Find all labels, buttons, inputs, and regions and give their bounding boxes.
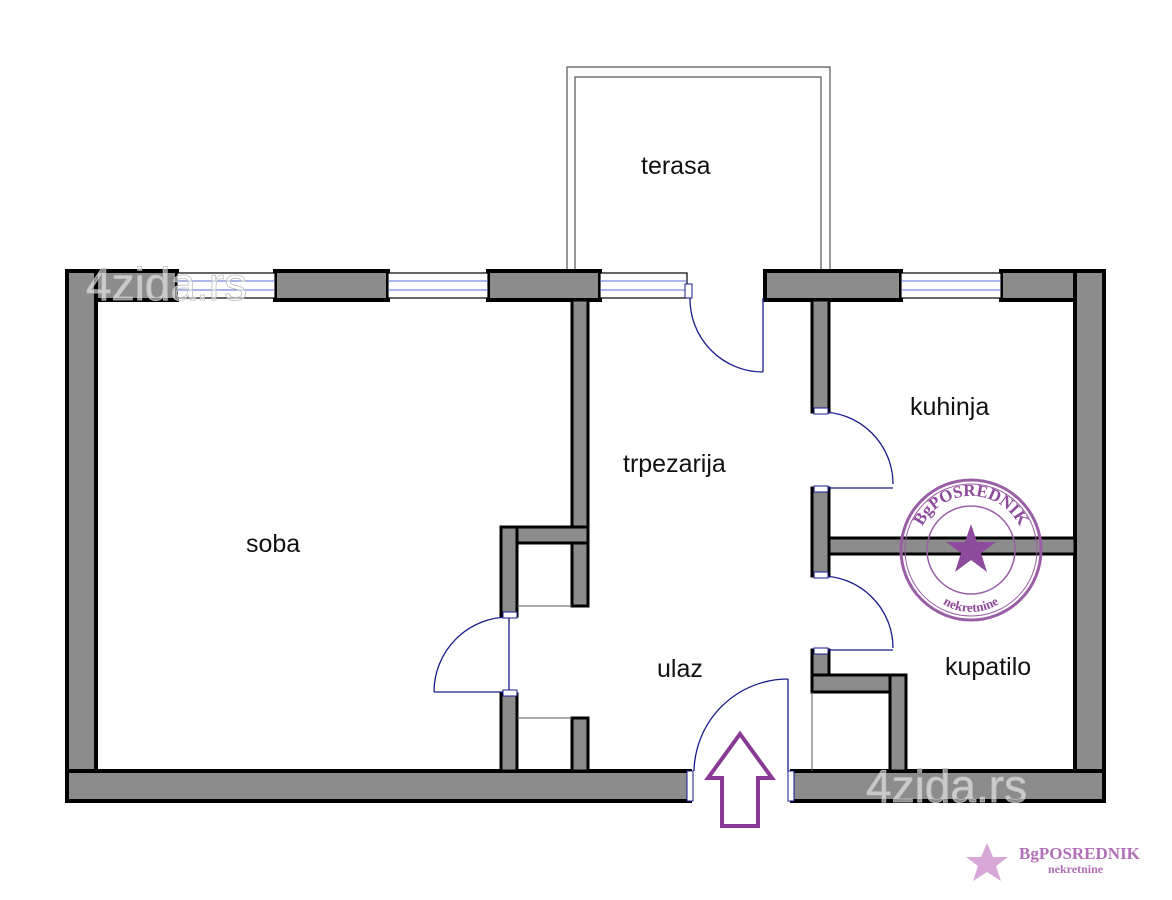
stamp-subtitle: nekretnine — [941, 593, 1001, 615]
room-label-ulaz: ulaz — [657, 655, 703, 683]
brand-logo: BgPOSREDNIK nekretnine — [966, 843, 1141, 881]
star-icon — [966, 843, 1008, 881]
up-arrow-icon — [704, 730, 776, 828]
doors — [433, 283, 894, 802]
logo-title: BgPOSREDNIK — [1019, 844, 1141, 863]
room-label-trpezarija: trpezarija — [623, 450, 726, 478]
watermark-top: 4zida.rs — [86, 258, 247, 310]
logo-subtitle: nekretnine — [1048, 862, 1104, 876]
room-label-terasa: terasa — [641, 152, 711, 180]
room-label-kuhinja: kuhinja — [910, 393, 989, 421]
room-label-soba: soba — [246, 530, 300, 558]
star-icon — [946, 524, 996, 572]
windows — [176, 272, 1002, 299]
stamp-title: BgPOSREDNIK — [909, 481, 1033, 529]
outer-walls — [65, 269, 1106, 803]
interior-walls — [499, 298, 1077, 773]
watermark-bottom: 4zida.rs — [866, 760, 1027, 812]
terrace-outline — [566, 66, 831, 272]
room-label-kupatilo: kupatilo — [945, 653, 1031, 681]
